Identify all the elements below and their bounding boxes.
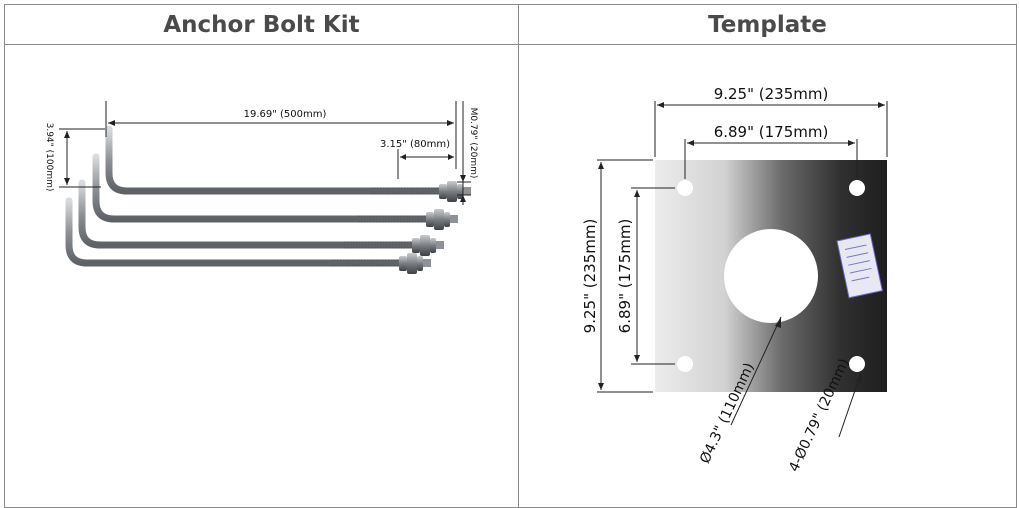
anchor-bolt-cell: 19.69" (500mm) 3.94" (100mm) 3.15" (80mm… — [5, 45, 518, 508]
hole-spacing-v-label: 6.89" (175mm) — [616, 219, 634, 334]
diameter-dimension: M0.79" (20mm) — [457, 101, 478, 205]
header-anchor-bolt-kit: Anchor Bolt Kit — [163, 12, 360, 38]
hole-spacing-label: 6.89" (175mm) — [714, 123, 829, 141]
plate-sticker — [836, 233, 883, 299]
hook-label: 3.94" (100mm) — [44, 123, 54, 192]
outer-width-dimension: 9.25" (235mm) — [654, 85, 888, 157]
outer-height-label: 9.25" (235mm) — [581, 219, 599, 334]
length-label: 19.69" (500mm) — [244, 109, 327, 120]
hole-spacing-v-dimension: 6.89" (175mm) — [616, 187, 675, 365]
length-dimension: 19.69" (500mm) — [105, 101, 457, 169]
template-drawing: 9.25" (235mm) 6.89" (175mm) 9.25" (235mm… — [581, 85, 888, 474]
hole-spacing-dimension: 6.89" (175mm) — [684, 123, 858, 179]
header-template: Template — [708, 12, 827, 38]
diameter-label: M0.79" (20mm) — [468, 108, 478, 179]
anchor-bolt-drawing: 19.69" (500mm) 3.94" (100mm) 3.15" (80mm… — [44, 101, 478, 508]
template-plate — [655, 160, 887, 392]
thread-label: 3.15" (80mm) — [380, 139, 450, 150]
outer-width-label: 9.25" (235mm) — [714, 85, 829, 103]
column-divider — [518, 5, 519, 507]
thread-dimension: 3.15" (80mm) — [380, 139, 454, 179]
hook-dimension: 3.94" (100mm) — [44, 123, 105, 192]
header-row — [5, 5, 1016, 45]
anchor-bolt-4 — [69, 201, 431, 274]
outer-height-dimension: 9.25" (235mm) — [581, 159, 653, 393]
spec-table: Anchor Bolt Kit Template — [4, 4, 1017, 508]
template-cell: 9.25" (235mm) 6.89" (175mm) 9.25" (235mm… — [519, 45, 1016, 508]
